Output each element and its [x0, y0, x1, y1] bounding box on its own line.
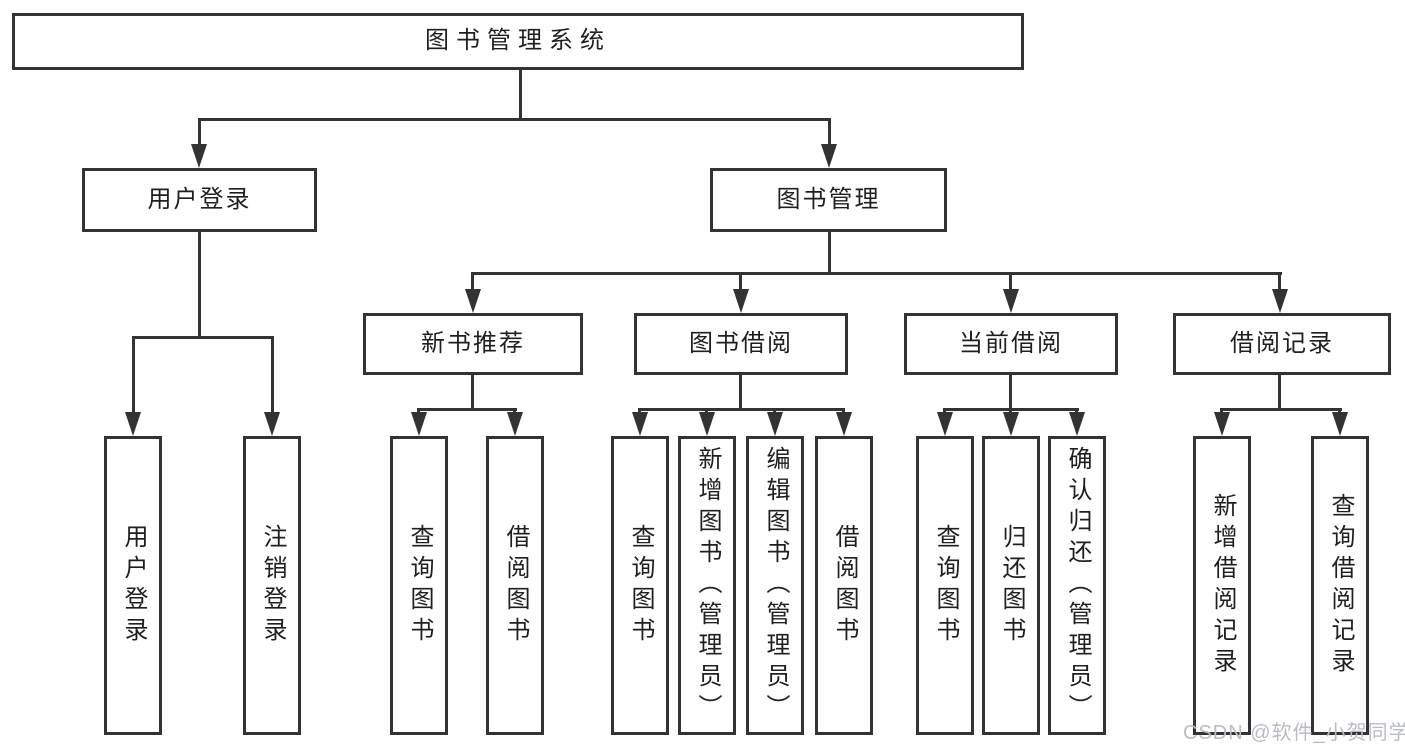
- node-label: 借阅图书: [831, 523, 858, 648]
- connector-line: [828, 121, 831, 146]
- arrowhead-down-icon: [821, 144, 837, 168]
- node-label: 查询借阅记录: [1327, 492, 1354, 679]
- node-leaf-return-books: 归还图书: [982, 436, 1040, 735]
- node-leaf-add-borrow-record: 新增借阅记录: [1193, 436, 1251, 735]
- arrowhead-down-icon: [767, 412, 783, 436]
- arrowhead-down-icon: [836, 412, 852, 436]
- connector-line: [519, 70, 522, 118]
- node-label: 确认归还（管理员）: [1064, 446, 1091, 725]
- connector-line: [1009, 375, 1012, 408]
- node-label: 新增借阅记录: [1209, 492, 1236, 679]
- node-label: 图书管理: [776, 185, 881, 213]
- node-leaf-user-login: 用户登录: [104, 436, 162, 735]
- arrowhead-down-icon: [191, 144, 207, 168]
- connector-line: [1278, 375, 1281, 408]
- connector-line: [828, 232, 831, 272]
- node-label: 图书管理系统: [425, 27, 611, 55]
- node-label: 用户登录: [147, 185, 252, 213]
- connector-line: [471, 375, 474, 408]
- node-label: 归还图书: [998, 523, 1025, 648]
- arrowhead-down-icon: [465, 289, 481, 313]
- connector-line: [198, 118, 831, 121]
- arrowhead-down-icon: [632, 412, 648, 436]
- arrowhead-down-icon: [1069, 412, 1085, 436]
- arrowhead-down-icon: [411, 412, 427, 436]
- node-label: 查询图书: [406, 523, 433, 648]
- node-leaf-add-books-admin: 新增图书（管理员）: [678, 436, 736, 735]
- arrowhead-down-icon: [1003, 289, 1019, 313]
- connector-line: [132, 336, 274, 339]
- node-label: 查询图书: [627, 523, 654, 648]
- arrowhead-down-icon: [733, 289, 749, 313]
- connector-line: [132, 339, 135, 416]
- connector-line: [471, 272, 1282, 275]
- node-label: 查询图书: [932, 523, 959, 648]
- node-leaf-borrow-books-2: 借阅图书: [815, 436, 873, 735]
- node-book-borrow: 图书借阅: [634, 313, 848, 375]
- arrowhead-down-icon: [1272, 289, 1288, 313]
- node-leaf-confirm-return-admin: 确认归还（管理员）: [1048, 436, 1106, 735]
- connector-line: [198, 121, 201, 146]
- connector-line: [1009, 275, 1012, 293]
- arrowhead-down-icon: [125, 412, 141, 436]
- node-label: 新增图书（管理员）: [694, 446, 721, 725]
- node-current-borrow: 当前借阅: [904, 313, 1118, 375]
- arrowhead-down-icon: [507, 412, 523, 436]
- arrowhead-down-icon: [264, 412, 280, 436]
- node-leaf-borrow-books-1: 借阅图书: [486, 436, 544, 735]
- node-library-management-system: 图书管理系统: [12, 13, 1024, 70]
- watermark: CSDN @软件_小贺同学: [1183, 722, 1405, 744]
- node-label: 图书借阅: [689, 329, 793, 357]
- node-leaf-logout: 注销登录: [243, 436, 301, 735]
- node-label: 注销登录: [259, 523, 286, 648]
- node-new-book-recommend: 新书推荐: [363, 313, 583, 375]
- connector-line: [943, 408, 1079, 411]
- arrowhead-down-icon: [1332, 412, 1348, 436]
- arrowhead-down-icon: [1003, 412, 1019, 436]
- node-label: 当前借阅: [959, 329, 1063, 357]
- node-label: 用户登录: [120, 523, 147, 648]
- node-leaf-query-books-2: 查询图书: [611, 436, 669, 735]
- connector-line: [739, 275, 742, 293]
- connector-line: [1278, 275, 1281, 293]
- connector-line: [271, 339, 274, 416]
- arrowhead-down-icon: [699, 412, 715, 436]
- connector-line: [417, 408, 517, 411]
- arrowhead-down-icon: [937, 412, 953, 436]
- node-label: 编辑图书（管理员）: [762, 446, 789, 725]
- node-leaf-query-books-3: 查询图书: [916, 436, 974, 735]
- node-leaf-query-books-1: 查询图书: [390, 436, 448, 735]
- node-label: 新书推荐: [421, 329, 525, 357]
- connector-line: [739, 375, 742, 408]
- node-leaf-query-borrow-record: 查询借阅记录: [1311, 436, 1369, 735]
- node-label: 借阅图书: [502, 523, 529, 648]
- connector-line: [198, 232, 201, 336]
- connector-line: [1220, 408, 1342, 411]
- node-leaf-edit-books-admin: 编辑图书（管理员）: [746, 436, 804, 735]
- node-borrow-records: 借阅记录: [1173, 313, 1391, 375]
- node-book-management: 图书管理: [710, 168, 947, 232]
- node-user-login: 用户登录: [82, 168, 317, 232]
- connector-line: [638, 408, 845, 411]
- connector-line: [471, 275, 474, 293]
- arrowhead-down-icon: [1214, 412, 1230, 436]
- node-label: 借阅记录: [1230, 329, 1334, 357]
